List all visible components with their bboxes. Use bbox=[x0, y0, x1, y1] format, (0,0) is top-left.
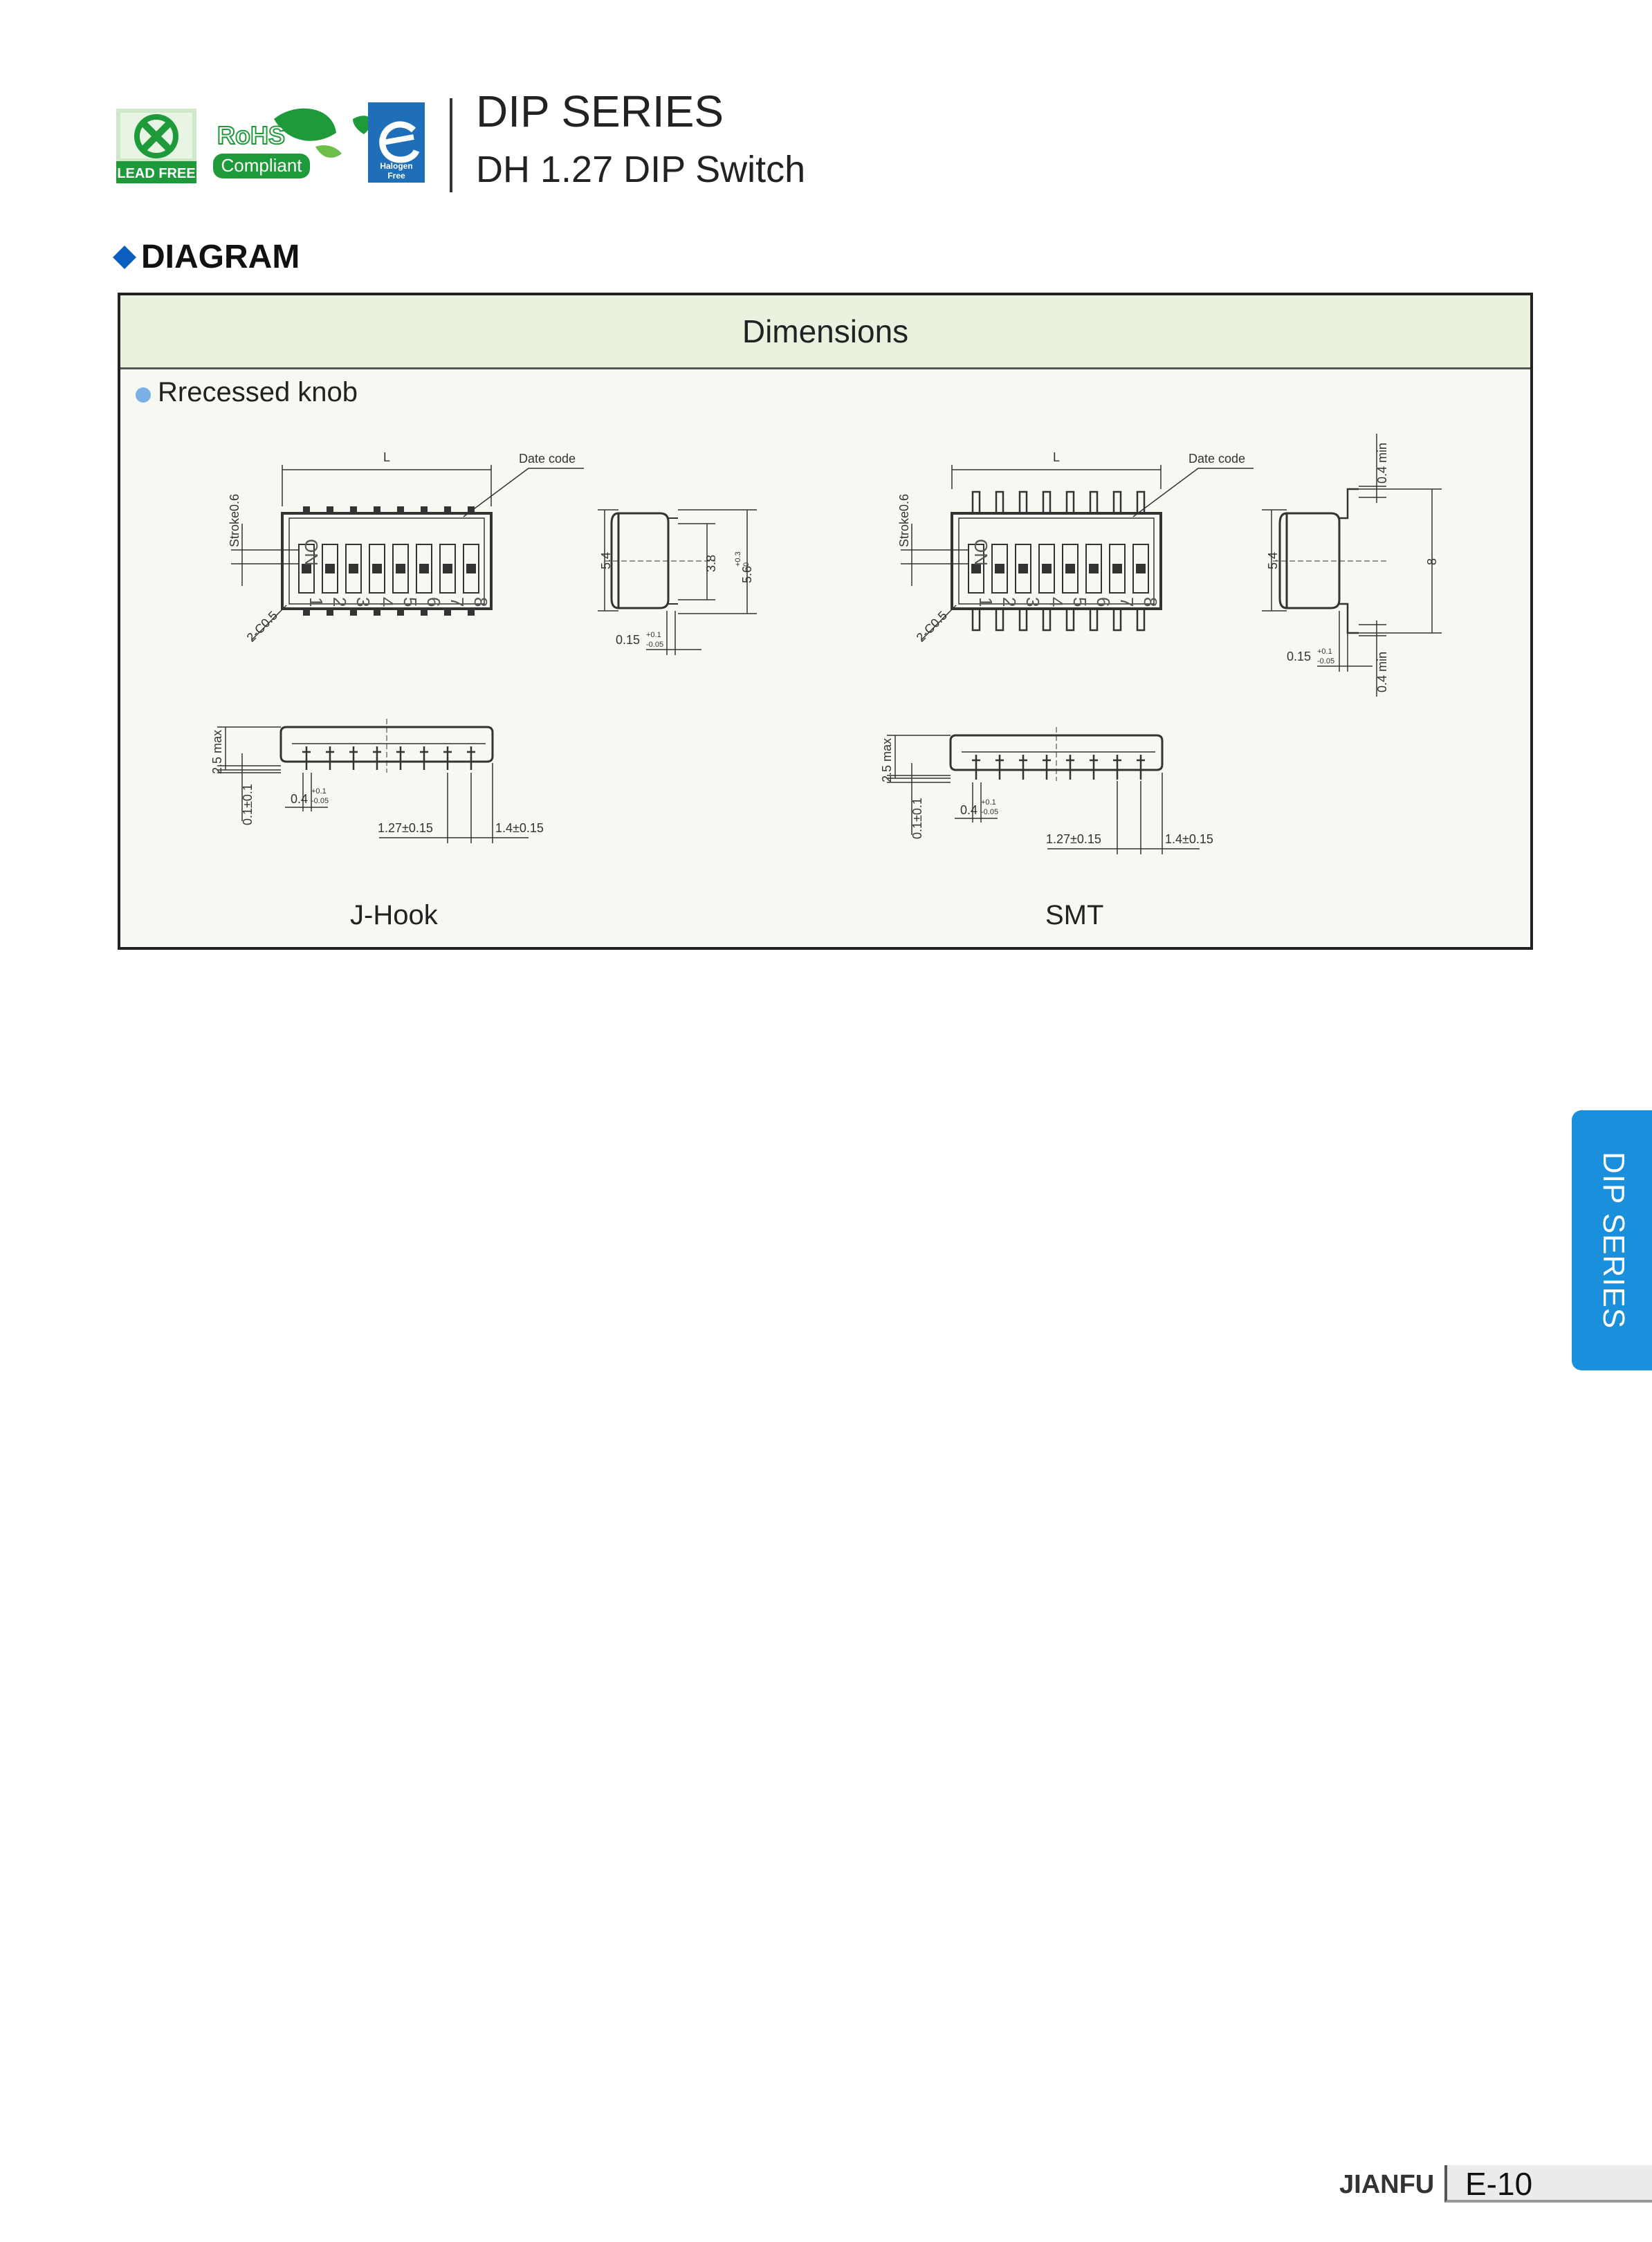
side-tab-label-wrap: DIP SERIES bbox=[1573, 1110, 1652, 1370]
jhook-dim-0-1: 0.1±0.1 bbox=[241, 784, 255, 825]
series-title: DIP SERIES bbox=[476, 86, 724, 136]
smt-num-7: 7 bbox=[1117, 597, 1137, 607]
jhook-dim-0-4-tol-minus: -0.05 bbox=[311, 797, 329, 805]
jhook-dim-0-4: 0.4 bbox=[291, 792, 308, 806]
smt-num-8: 8 bbox=[1140, 597, 1161, 607]
smt-switch-cells bbox=[968, 544, 1149, 594]
jhook-dim-1-4: 1.4±0.15 bbox=[495, 821, 544, 835]
rohs-compliant-text: Compliant bbox=[221, 155, 302, 176]
smt-dim-0-15: 0.15 bbox=[1287, 650, 1311, 663]
smt-date-code-label: Date code bbox=[1188, 452, 1245, 466]
smt-dim-0-15-tol-minus: -0.05 bbox=[1317, 657, 1334, 665]
jhook-dim-0-15-tol-minus: -0.05 bbox=[646, 641, 663, 649]
jhook-stroke-label: Stroke0.6 bbox=[228, 494, 241, 547]
smt-dim-0-4-tol-minus: -0.05 bbox=[981, 808, 998, 816]
smt-dim-0-4: 0.4 bbox=[960, 803, 978, 817]
jhook-markings: ON 1 2 3 4 5 6 7 8 bbox=[301, 539, 491, 607]
jhook-dim-5-6: 5.6 bbox=[740, 566, 754, 583]
lead-free-text: LEAD FREE bbox=[117, 166, 195, 181]
footer-page-number: E-10 bbox=[1465, 2166, 1533, 2202]
smt-chamfer-label: 2-C0.5 bbox=[914, 608, 950, 644]
smt-dim-1-4: 1.4±0.15 bbox=[1165, 832, 1213, 846]
smt-num-6: 6 bbox=[1093, 597, 1114, 607]
side-tab[interactable] bbox=[1572, 1110, 1652, 1370]
free-text: Free bbox=[387, 171, 405, 181]
jhook-date-code-label: Date code bbox=[519, 452, 576, 466]
jhook-dim-5-6-tol-minus: 0 bbox=[742, 562, 751, 567]
smt-length-label: L bbox=[1053, 450, 1060, 464]
jhook-front-view: 2.5 max 0.1±0.1 0.4 +0.1 -0.05 1.27±0.15… bbox=[210, 719, 544, 843]
jhook-dim-0-15-tol-plus: +0.1 bbox=[646, 631, 661, 639]
footer-brand: JIANFU bbox=[1339, 2170, 1435, 2199]
smt-dim-0-15-tol-plus: +0.1 bbox=[1317, 647, 1332, 656]
jhook-num-3: 3 bbox=[353, 597, 374, 607]
jhook-num-8: 8 bbox=[470, 597, 491, 607]
bullet-dot-icon bbox=[136, 387, 151, 403]
jhook-num-1: 1 bbox=[306, 597, 327, 607]
variant-label-smt: SMT bbox=[1045, 900, 1104, 930]
diamond-bullet-icon bbox=[113, 246, 136, 269]
jhook-length-label: L bbox=[383, 450, 390, 464]
jhook-num-7: 7 bbox=[447, 597, 468, 607]
jhook-switch-cells bbox=[298, 544, 479, 594]
jhook-dim-3-8: 3.8 bbox=[704, 555, 718, 572]
smt-dim-2-5-max: 2.5 max bbox=[880, 738, 894, 782]
smt-top-view: L Date code Stroke0.6 2-C0.5 bbox=[897, 450, 1254, 645]
jhook-top-view: L Date code Stroke0.6 2-C0.5 bbox=[228, 450, 584, 645]
smt-front-view: 2.5 max 0.1±0.1 0.4 +0.1 -0.05 1.27±0.15… bbox=[880, 727, 1213, 854]
side-tab-label: DIP SERIES bbox=[1597, 1151, 1631, 1330]
jhook-dim-5-4: 5.4 bbox=[599, 552, 613, 569]
jhook-side-view: 5.4 3.8 5.6 +0.3 0 0.15 +0.1 -0.05 bbox=[598, 509, 757, 655]
jhook-on-label: ON bbox=[301, 539, 322, 566]
smt-dim-0-4-tol-plus: +0.1 bbox=[981, 798, 996, 807]
jhook-dim-1-27: 1.27±0.15 bbox=[378, 821, 433, 835]
jhook-chamfer-label: 2-C0.5 bbox=[244, 608, 280, 644]
smt-dim-0-4-min-bottom: 0.4 min bbox=[1375, 652, 1389, 692]
halogen-text: Halogen bbox=[380, 161, 412, 171]
jhook-num-6: 6 bbox=[423, 597, 444, 607]
variant-label-jhook: J-Hook bbox=[350, 900, 438, 930]
smt-num-4: 4 bbox=[1046, 597, 1067, 607]
technical-drawing: L Date code Stroke0.6 2-C0.5 ON 1 2 3 4 … bbox=[210, 434, 1442, 854]
jhook-dim-2-5-max: 2.5 max bbox=[210, 730, 224, 774]
rohs-text: RoHS bbox=[217, 121, 285, 149]
footer-page-box bbox=[1444, 2165, 1652, 2203]
series-subtitle: DH 1.27 DIP Switch bbox=[476, 149, 806, 190]
jhook-dim-5-6-tol-plus: +0.3 bbox=[734, 551, 742, 567]
jhook-num-5: 5 bbox=[400, 597, 421, 607]
halogen-free-logo: Halogen Free bbox=[353, 102, 425, 183]
jhook-num-4: 4 bbox=[376, 597, 397, 607]
dimensions-panel: Dimensions Rrecessed knob bbox=[118, 293, 1533, 950]
smt-on-label: ON bbox=[971, 539, 991, 566]
section-heading: DIAGRAM bbox=[141, 239, 300, 275]
smt-num-3: 3 bbox=[1022, 597, 1043, 607]
smt-stroke-label: Stroke0.6 bbox=[897, 494, 911, 547]
header-divider bbox=[450, 98, 452, 192]
smt-side-view: 5.4 8 0.4 min 0.4 min 0.15 +0.1 -0.05 bbox=[1262, 434, 1442, 697]
knob-type-label: Rrecessed knob bbox=[158, 377, 358, 407]
smt-num-1: 1 bbox=[975, 597, 996, 607]
smt-dim-5-4: 5.4 bbox=[1266, 552, 1280, 569]
smt-dim-0-1: 0.1±0.1 bbox=[910, 798, 924, 839]
smt-dim-8: 8 bbox=[1425, 558, 1439, 565]
jhook-dim-0-4-tol-plus: +0.1 bbox=[311, 787, 327, 796]
smt-markings: ON 1 2 3 4 5 6 7 8 bbox=[971, 539, 1161, 607]
smt-dim-1-27: 1.27±0.15 bbox=[1046, 832, 1101, 846]
lead-free-logo: LEAD FREE bbox=[116, 109, 196, 183]
smt-dim-0-4-min-top: 0.4 min bbox=[1375, 443, 1389, 484]
rohs-logo: RoHS Compliant bbox=[213, 108, 342, 178]
panel-header: Dimensions bbox=[120, 295, 1530, 369]
smt-num-5: 5 bbox=[1070, 597, 1090, 607]
jhook-dim-0-15: 0.15 bbox=[616, 633, 640, 647]
jhook-num-2: 2 bbox=[329, 597, 350, 607]
smt-num-2: 2 bbox=[999, 597, 1020, 607]
